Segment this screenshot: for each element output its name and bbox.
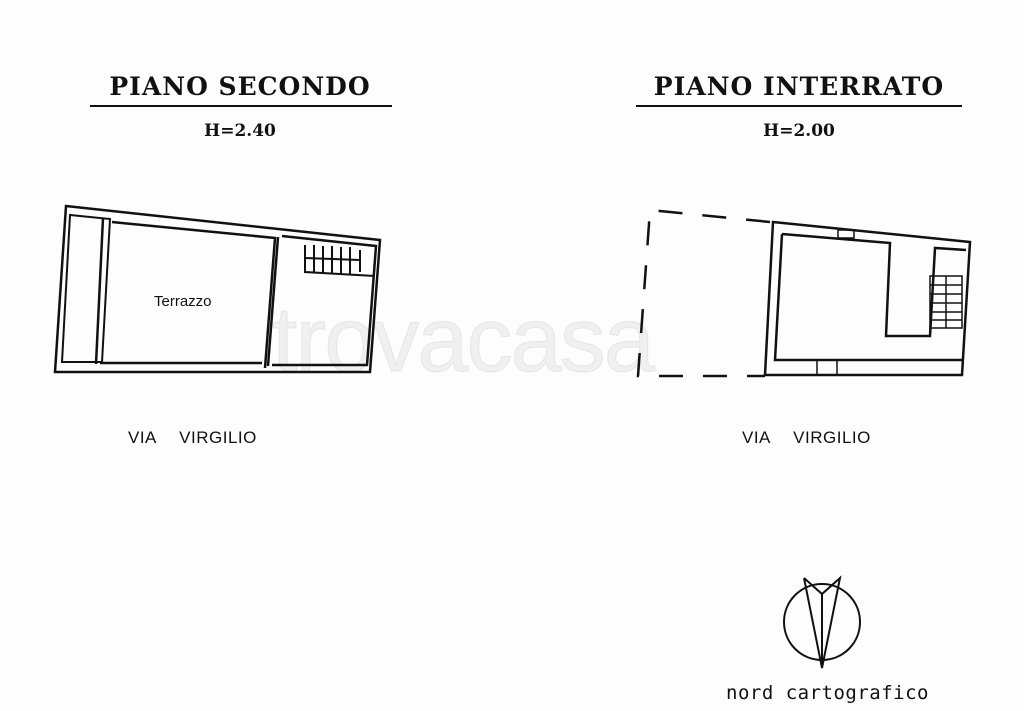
ceiling-height-second-floor: H=2.40 bbox=[204, 121, 276, 141]
ceiling-height-basement: H=2.00 bbox=[763, 121, 835, 141]
stairs-icon bbox=[304, 245, 376, 277]
north-label: nord cartografico bbox=[726, 682, 929, 704]
plan-title-basement: PIANO INTERRATO bbox=[653, 72, 945, 101]
plan-basement bbox=[636, 208, 972, 378]
title-underline bbox=[90, 105, 392, 107]
watermark: trovacasa bbox=[272, 289, 656, 392]
north-arrow-icon bbox=[783, 575, 861, 669]
plan-title-second-floor: PIANO SECONDO bbox=[109, 72, 371, 101]
plan-second-floor bbox=[53, 204, 382, 374]
street-label-second-floor: VIA VIRGILIO bbox=[128, 428, 257, 447]
street-label-basement: VIA VIRGILIO bbox=[742, 428, 871, 447]
room-label-terrace: Terrazzo bbox=[154, 293, 212, 310]
title-underline bbox=[636, 105, 962, 107]
stairs-icon bbox=[929, 275, 963, 329]
